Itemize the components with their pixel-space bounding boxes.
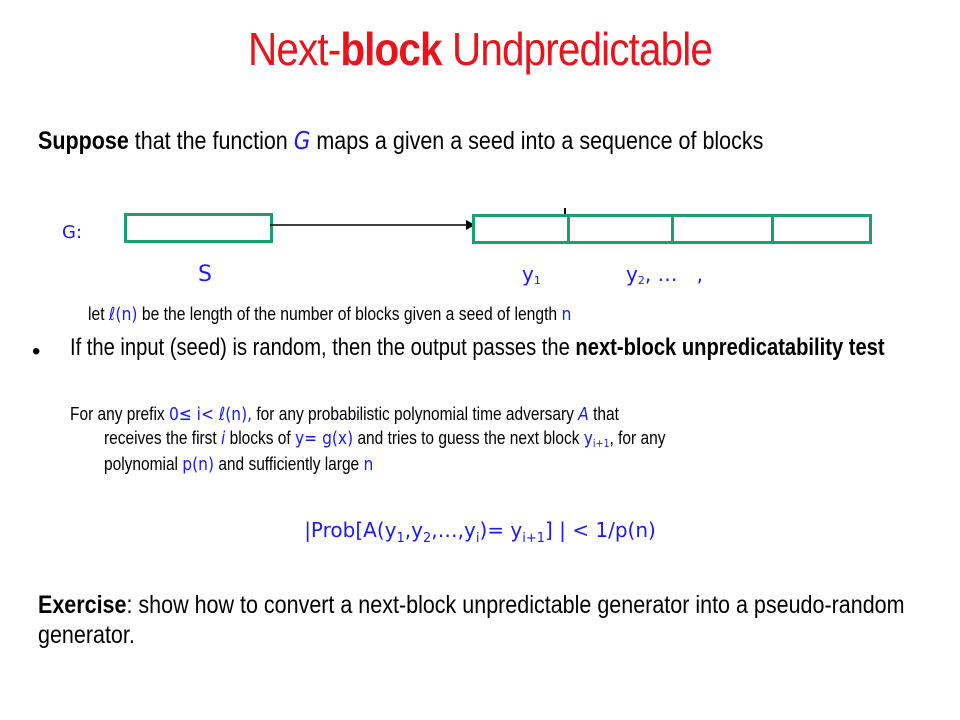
sub-line-2: receives the first i blocks of y= g(x) a… <box>104 428 666 450</box>
g-label: G: <box>62 222 83 243</box>
block-divider <box>567 217 570 241</box>
slide-title: Next-block Undpredictable <box>247 23 713 75</box>
bullet-icon: • <box>32 338 41 365</box>
intro-line: Suppose that the function G maps a given… <box>38 126 764 155</box>
block-divider <box>671 217 674 241</box>
exercise-text: Exercise: show how to convert a next-blo… <box>38 591 905 649</box>
sub-line-1: For any prefix 0≤ i< ℓ(n), for any proba… <box>70 404 619 425</box>
bullet-text: If the input (seed) is random, then the … <box>70 334 885 361</box>
length-definition: let ℓ(n) be the length of the number of … <box>88 304 572 325</box>
output-blocks <box>472 214 872 244</box>
sub-line-3: polynomial p(n) and sufficiently large n <box>104 454 374 475</box>
seed-label: S <box>198 262 212 287</box>
tick-mark <box>564 208 566 216</box>
arrow-icon <box>270 220 475 230</box>
y2-label: y2, … , <box>626 262 703 287</box>
y1-label: y1 <box>522 262 541 287</box>
block-divider <box>771 217 774 241</box>
probability-formula: |Prob[A(y1,y2,…,yi)= yi+1] | < 1/p(n) <box>304 518 656 546</box>
seed-box <box>124 213 273 243</box>
